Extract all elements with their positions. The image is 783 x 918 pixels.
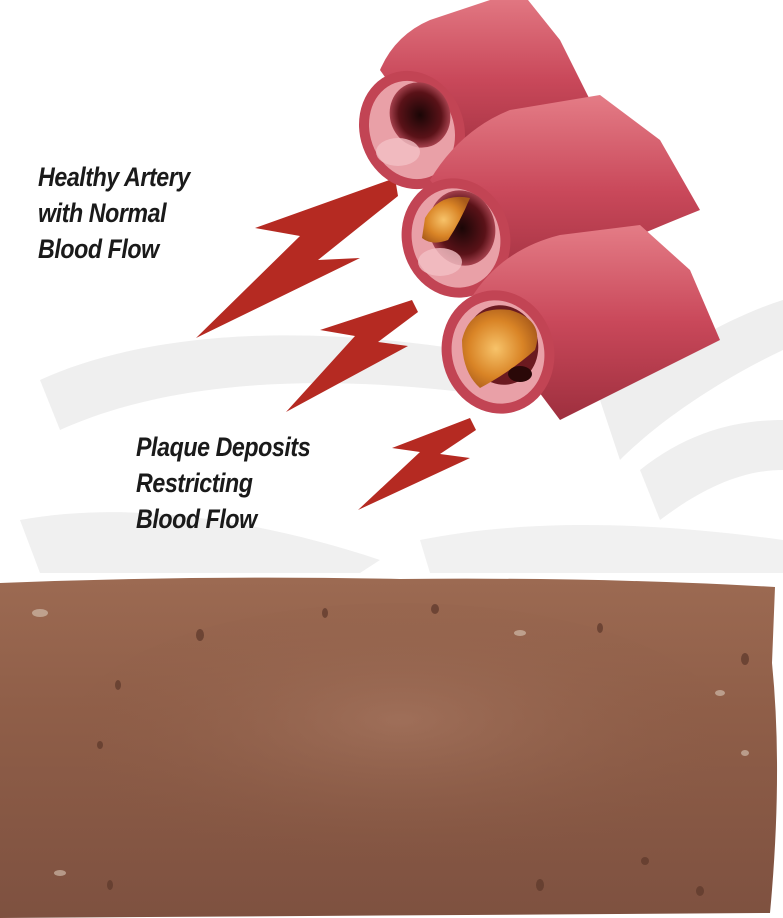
caption-plaque-deposits: Plaque Deposits Restricting Blood Flow: [136, 429, 310, 537]
arrow-healthy: [196, 178, 398, 338]
caption-plaque-line-2: Restricting: [136, 465, 310, 501]
caption-plaque-line-3: Blood Flow: [136, 501, 310, 537]
caption-plaque-line-1: Plaque Deposits: [136, 429, 310, 465]
caption-healthy-line-2: with Normal: [38, 195, 190, 231]
tissue-specimen-photo: [0, 573, 783, 918]
caption-healthy-line-3: Blood Flow: [38, 231, 190, 267]
caption-healthy-artery: Healthy Artery with Normal Blood Flow: [38, 159, 190, 267]
arrow-middle: [286, 300, 418, 412]
artery-illustration: [0, 0, 783, 573]
arrow-plaque: [358, 418, 476, 510]
caption-healthy-line-1: Healthy Artery: [38, 159, 190, 195]
